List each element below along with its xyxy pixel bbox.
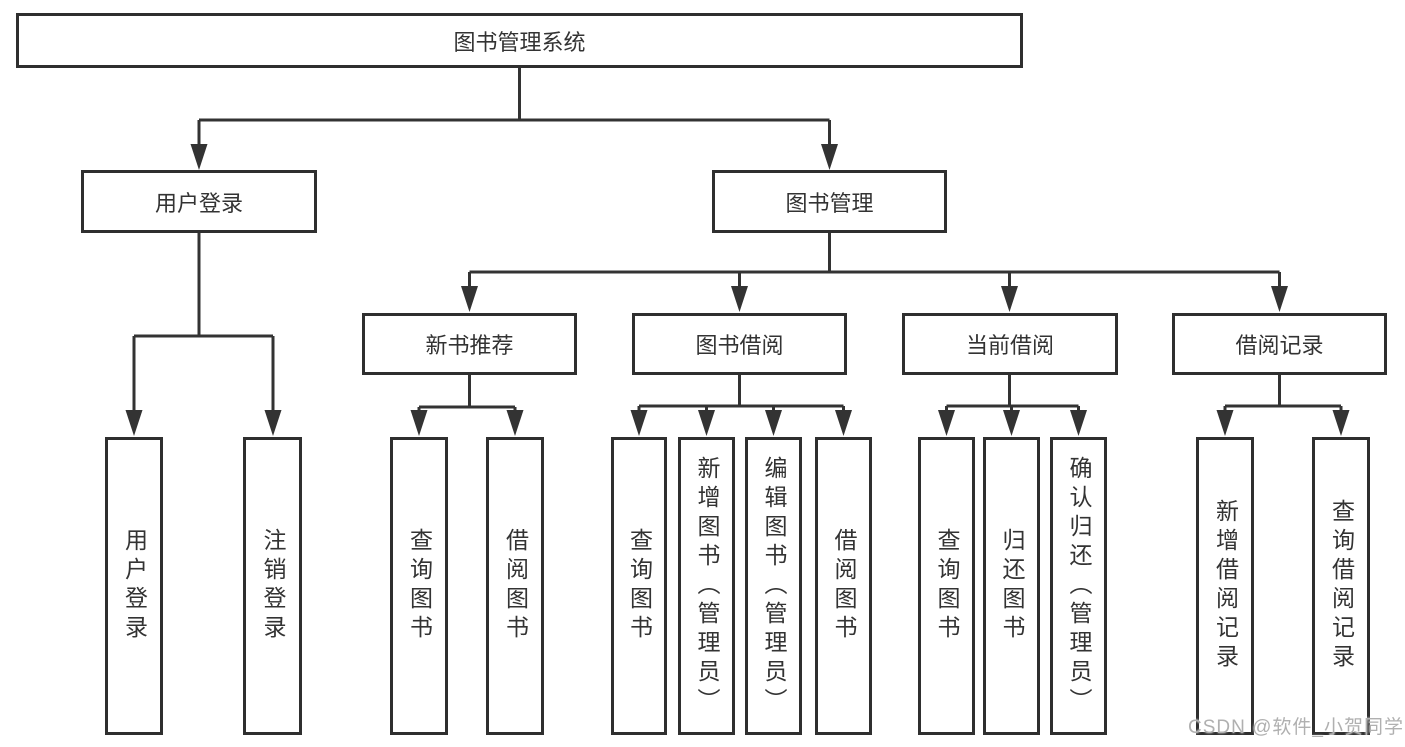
leaf-edit-book-admin: 编辑图书（管理员） — [745, 437, 802, 735]
node-borrowing-records: 借阅记录 — [1172, 313, 1387, 375]
node-label: 用户登录 — [154, 190, 243, 216]
arrow-down — [835, 410, 852, 436]
arrow-down — [698, 410, 715, 436]
arrow-down — [125, 410, 143, 436]
node-new-book-recommend: 新书推荐 — [362, 313, 577, 375]
node-label: 借阅图书 — [831, 528, 857, 644]
arrow-down — [506, 410, 524, 436]
leaf-query-books-recommend: 查询图书 — [390, 437, 448, 735]
leaf-add-book-admin: 新增图书（管理员） — [678, 437, 735, 735]
connector-book-borrowing-to-leaves — [630, 375, 852, 436]
watermark-text: CSDN @软件_小贺同学 — [1188, 717, 1404, 738]
leaf-return-books: 归还图书 — [983, 437, 1040, 735]
arrow-down — [264, 410, 282, 436]
node-label: 图书管理系统 — [453, 29, 586, 55]
node-label: 新增借阅记录 — [1212, 499, 1239, 673]
node-book-borrowing: 图书借阅 — [632, 313, 847, 375]
node-label: 新增图书（管理员） — [694, 455, 720, 717]
node-label: 当前借阅 — [965, 333, 1054, 358]
node-label: 借阅记录 — [1235, 333, 1324, 358]
node-library-management-system: 图书管理系统 — [16, 13, 1023, 68]
node-book-management: 图书管理 — [712, 170, 947, 233]
connector-new-book-recommend-to-leaves — [410, 375, 524, 436]
leaf-borrow-books-borrowing: 借阅图书 — [815, 437, 872, 735]
node-label: 查询图书 — [934, 528, 960, 644]
leaf-query-borrow-record: 查询借阅记录 — [1312, 437, 1370, 735]
node-label: 查询图书 — [406, 528, 433, 644]
connector-current-borrowing-to-leaves — [938, 375, 1087, 436]
node-label: 图书借阅 — [695, 333, 784, 358]
arrow-down — [731, 286, 748, 312]
arrow-down — [821, 144, 838, 170]
arrow-down — [1216, 410, 1234, 436]
arrow-down — [461, 286, 478, 312]
arrow-down — [1003, 410, 1020, 436]
node-label: 新书推荐 — [425, 333, 514, 358]
leaf-add-borrow-record: 新增借阅记录 — [1196, 437, 1254, 735]
node-label: 确认归还（管理员） — [1066, 455, 1092, 717]
node-label: 图书管理 — [785, 190, 874, 216]
node-label: 查询借阅记录 — [1328, 499, 1355, 673]
arrow-down — [630, 410, 648, 436]
leaf-confirm-return-admin: 确认归还（管理员） — [1050, 437, 1107, 735]
arrow-down — [938, 410, 955, 436]
node-label: 注销登录 — [260, 528, 286, 644]
node-label: 借阅图书 — [502, 528, 529, 644]
arrow-down — [190, 144, 208, 170]
connector-book-management-to-level3 — [461, 233, 1288, 312]
connector-user-login-to-leaves — [125, 233, 282, 436]
leaf-query-books-borrowing: 查询图书 — [611, 437, 667, 735]
node-label: 查询图书 — [626, 528, 653, 644]
arrow-down — [1271, 286, 1288, 312]
node-label: 归还图书 — [999, 528, 1025, 644]
arrow-down — [410, 410, 428, 436]
node-label: 编辑图书（管理员） — [761, 455, 787, 717]
connector-borrowing-records-to-leaves — [1216, 375, 1350, 436]
leaf-logout: 注销登录 — [243, 437, 302, 735]
arrow-down — [765, 410, 782, 436]
leaf-query-books-current: 查询图书 — [918, 437, 975, 735]
node-user-login: 用户登录 — [81, 170, 317, 233]
leaf-user-login: 用户登录 — [105, 437, 163, 735]
leaf-borrow-books-recommend: 借阅图书 — [486, 437, 544, 735]
arrow-down — [1332, 410, 1350, 436]
node-current-borrowing: 当前借阅 — [902, 313, 1118, 375]
arrow-down — [1070, 410, 1087, 436]
node-label: 用户登录 — [121, 528, 148, 644]
connector-root-to-level2 — [190, 68, 838, 170]
arrow-down — [1001, 286, 1018, 312]
